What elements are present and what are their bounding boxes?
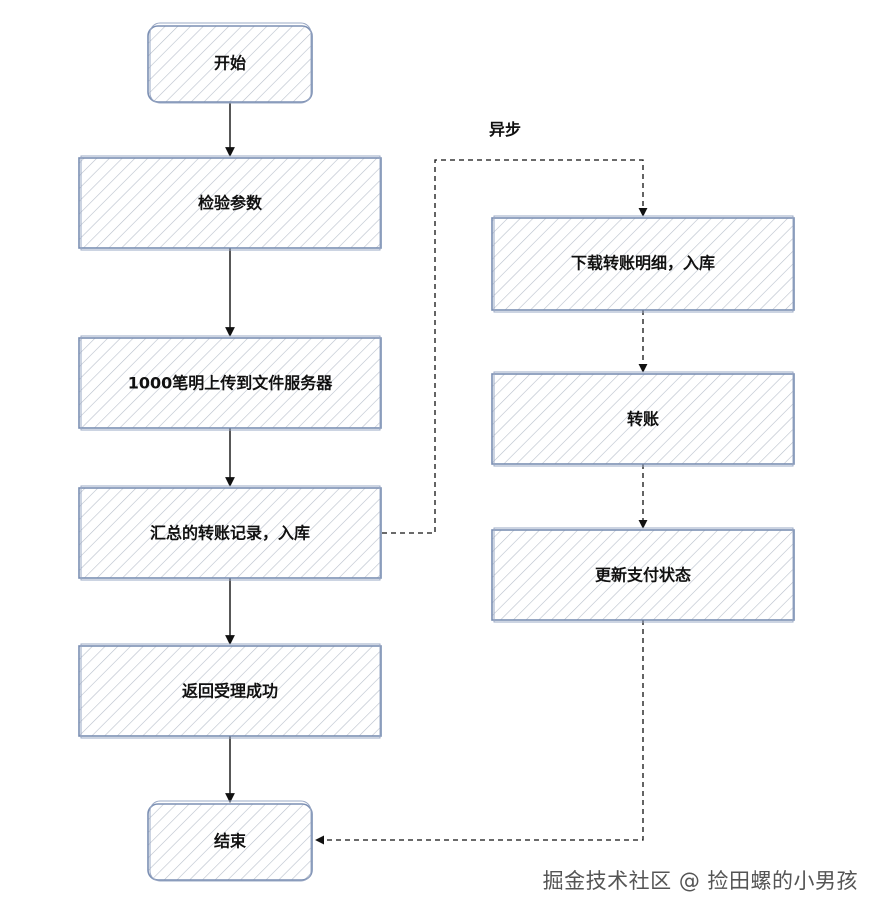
node-upload-label: 1000笔明上传到文件服务器	[128, 374, 334, 393]
node-update[interactable]: 更新支付状态	[491, 527, 795, 623]
node-update-label: 更新支付状态	[595, 566, 691, 585]
node-download-label: 下载转账明细，入库	[571, 254, 715, 273]
node-check-label: 检验参数	[198, 194, 263, 213]
node-end[interactable]: 结束	[147, 800, 313, 882]
node-return-label: 返回受理成功	[182, 682, 278, 701]
node-start[interactable]: 开始	[147, 22, 313, 104]
async-label: 异步	[489, 120, 521, 139]
node-transfer-label: 转账	[627, 410, 659, 429]
node-return[interactable]: 返回受理成功	[78, 643, 382, 739]
node-download[interactable]: 下载转账明细，入库	[491, 215, 795, 313]
watermark: 掘金技术社区 @ 捡田螺的小男孩	[542, 869, 858, 893]
edges: 异步	[225, 102, 648, 845]
edge-summary-to-download-async	[382, 159, 648, 534]
node-transfer[interactable]: 转账	[491, 371, 795, 467]
node-start-label: 开始	[214, 54, 246, 73]
nodes: 开始 检验参数 1000笔明上传到文件服务器 汇总的转账记录，入库	[78, 22, 795, 882]
node-summary-label: 汇总的转账记录，入库	[150, 524, 310, 543]
node-summary[interactable]: 汇总的转账记录，入库	[78, 485, 382, 581]
node-end-label: 结束	[213, 832, 247, 851]
edge-update-to-end	[315, 620, 644, 845]
node-check[interactable]: 检验参数	[78, 155, 382, 251]
node-upload[interactable]: 1000笔明上传到文件服务器	[78, 335, 382, 431]
